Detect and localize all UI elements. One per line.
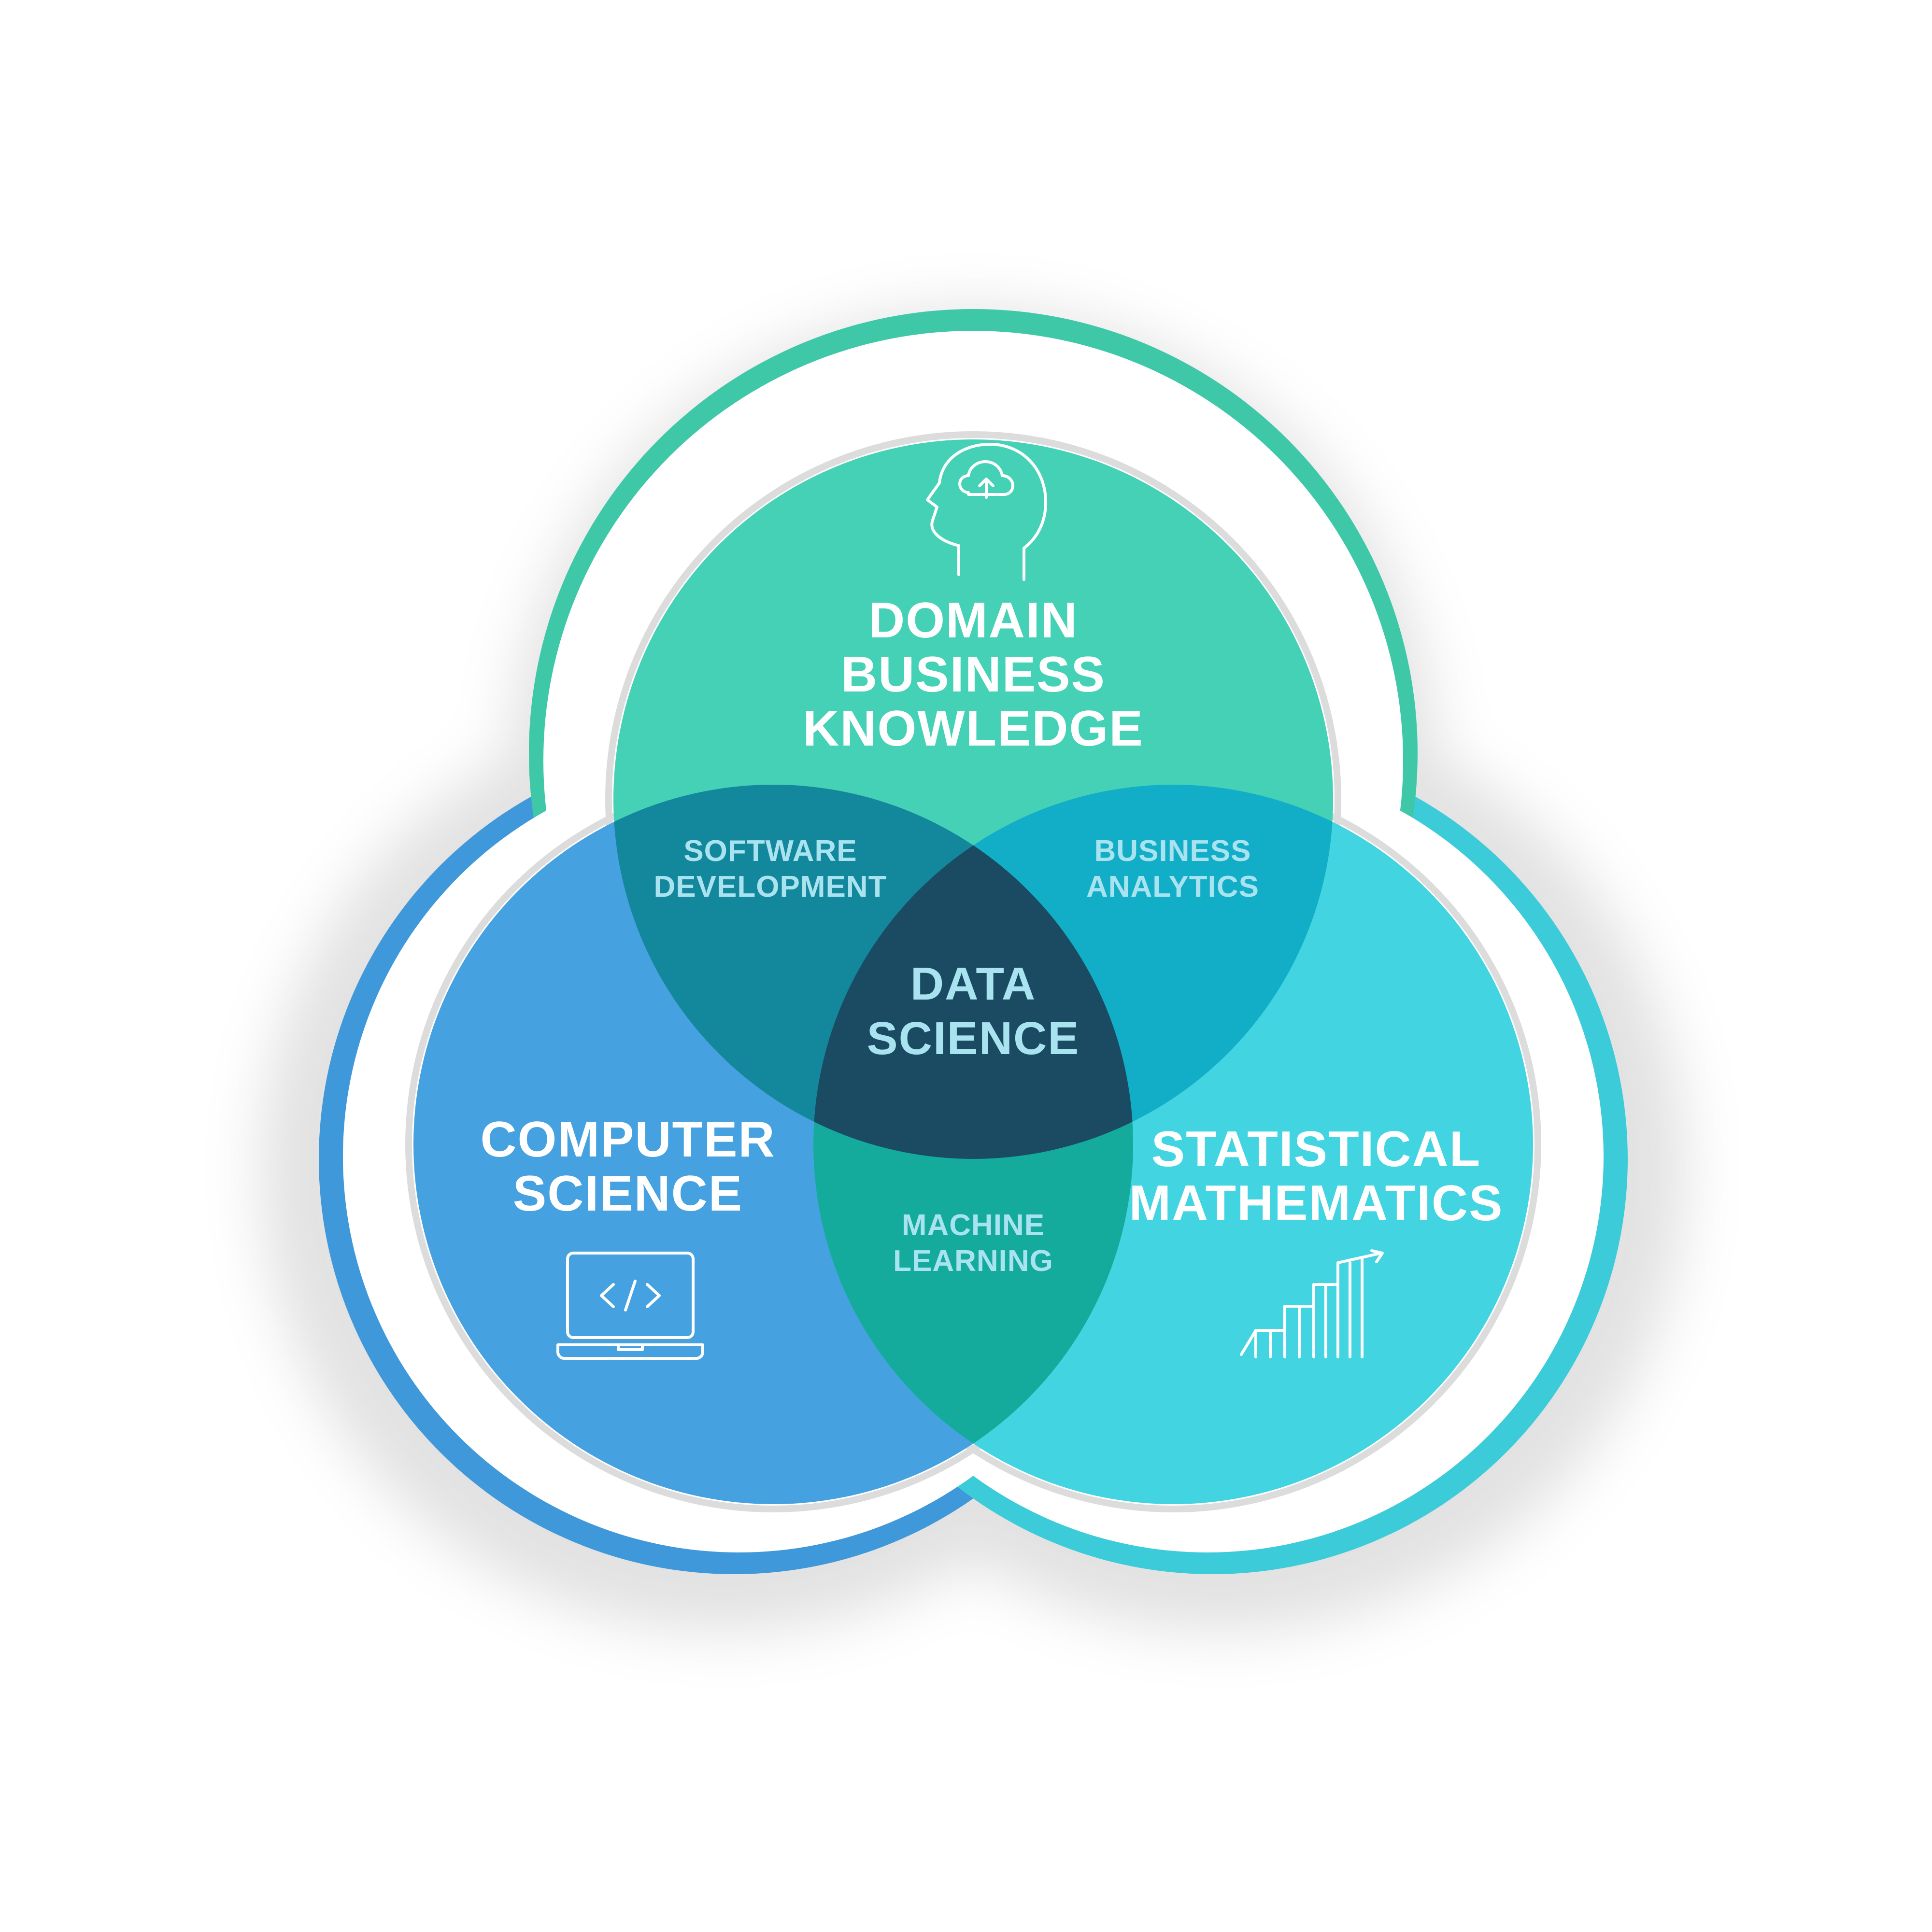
statistics-line-2: MATHEMATICS — [1129, 1175, 1504, 1231]
software-development-line-1: SOFTWARE — [683, 834, 857, 868]
label-software-development: SOFTWARE DEVELOPMENT — [654, 834, 887, 903]
business-analytics-line-1: BUSINESS — [1094, 834, 1251, 868]
computer-science-line-2: SCIENCE — [513, 1166, 743, 1222]
head-cloud-upload-icon — [926, 443, 1047, 581]
machine-learning-line-2: LEARNING — [893, 1244, 1053, 1278]
label-machine-learning: MACHINE LEARNING — [893, 1209, 1053, 1278]
label-domain-business-knowledge: DOMAIN BUSINESS KNOWLEDGE — [803, 592, 1144, 757]
label-statistical-mathematics: STATISTICAL MATHEMATICS — [1129, 1121, 1504, 1231]
computer-science-line-1: COMPUTER — [480, 1112, 775, 1168]
label-computer-science: COMPUTER SCIENCE — [480, 1112, 775, 1222]
region-data-science — [813, 785, 1133, 1159]
business-analytics-line-2: ANALYTICS — [1086, 870, 1259, 903]
statistics-line-1: STATISTICAL — [1151, 1121, 1481, 1177]
data-science-line-1: DATA — [910, 958, 1036, 1010]
laptop-code-icon — [556, 1252, 704, 1360]
domain-line-2: BUSINESS — [841, 647, 1106, 703]
machine-learning-line-1: MACHINE — [902, 1209, 1045, 1242]
domain-line-3: KNOWLEDGE — [803, 701, 1144, 757]
software-development-line-2: DEVELOPMENT — [654, 870, 887, 903]
label-data-science: DATA SCIENCE — [867, 958, 1080, 1064]
label-business-analytics: BUSINESS ANALYTICS — [1086, 834, 1259, 903]
domain-line-1: DOMAIN — [868, 592, 1078, 649]
growth-chart-icon — [1240, 1249, 1384, 1358]
data-science-line-2: SCIENCE — [867, 1013, 1080, 1064]
